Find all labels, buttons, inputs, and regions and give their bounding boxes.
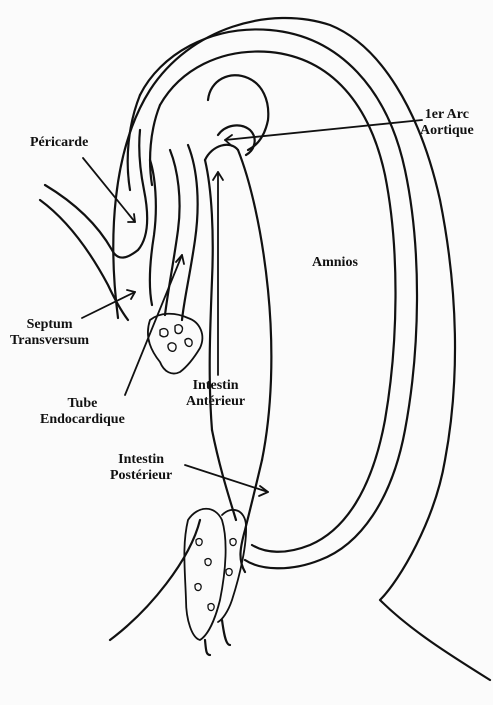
- label-septum-transversum: Septum Transversum: [10, 317, 89, 349]
- label-septum-line1: Septum: [10, 317, 89, 333]
- label-amnios: Amnios: [312, 255, 358, 271]
- base-contour: [110, 520, 200, 640]
- hindgut-cell-5: [230, 539, 236, 546]
- arrow-septum: [82, 290, 135, 318]
- label-intestin-anterieur: Intestin Antérieur: [186, 378, 245, 410]
- septum-cell-3: [168, 343, 176, 351]
- label-tube-line2: Endocardique: [40, 412, 125, 428]
- hindgut-cell-6: [226, 569, 232, 576]
- septum-cell-4: [185, 339, 192, 347]
- label-intestin-ant-line2: Antérieur: [186, 394, 245, 410]
- endocardial-tube-right: [182, 145, 198, 320]
- label-tube-line1: Tube: [40, 396, 125, 412]
- label-arc-line2: Aortique: [420, 123, 474, 139]
- label-pericarde: Péricarde: [30, 135, 88, 151]
- hindgut-stalk: [205, 620, 230, 655]
- label-septum-line2: Transversum: [10, 333, 89, 349]
- amnios-outer: [140, 29, 417, 568]
- label-tube-endocardique: Tube Endocardique: [40, 396, 125, 428]
- label-intestin-post-line2: Postérieur: [110, 468, 172, 484]
- septum-cell-1: [160, 329, 168, 337]
- head-fold: [128, 95, 160, 190]
- hindgut-cell-4: [208, 604, 214, 611]
- hindgut-cell-2: [205, 559, 211, 566]
- label-intestin-posterieur: Intestin Postérieur: [110, 452, 172, 484]
- hindgut-cell-1: [196, 539, 202, 546]
- label-premier-arc-aortique: 1er Arc Aortique: [420, 107, 474, 139]
- foregut-tip: [205, 145, 238, 160]
- septum-cell-2: [175, 325, 182, 334]
- hindgut-mass-right: [218, 510, 246, 622]
- hindgut-cell-3: [195, 584, 201, 591]
- foregut-right-wall: [238, 150, 271, 460]
- label-intestin-post-line1: Intestin: [110, 452, 172, 468]
- label-intestin-ant-line1: Intestin: [186, 378, 245, 394]
- arrow-intestin-anterieur: [213, 172, 223, 375]
- label-arc-line1: 1er Arc: [420, 107, 474, 123]
